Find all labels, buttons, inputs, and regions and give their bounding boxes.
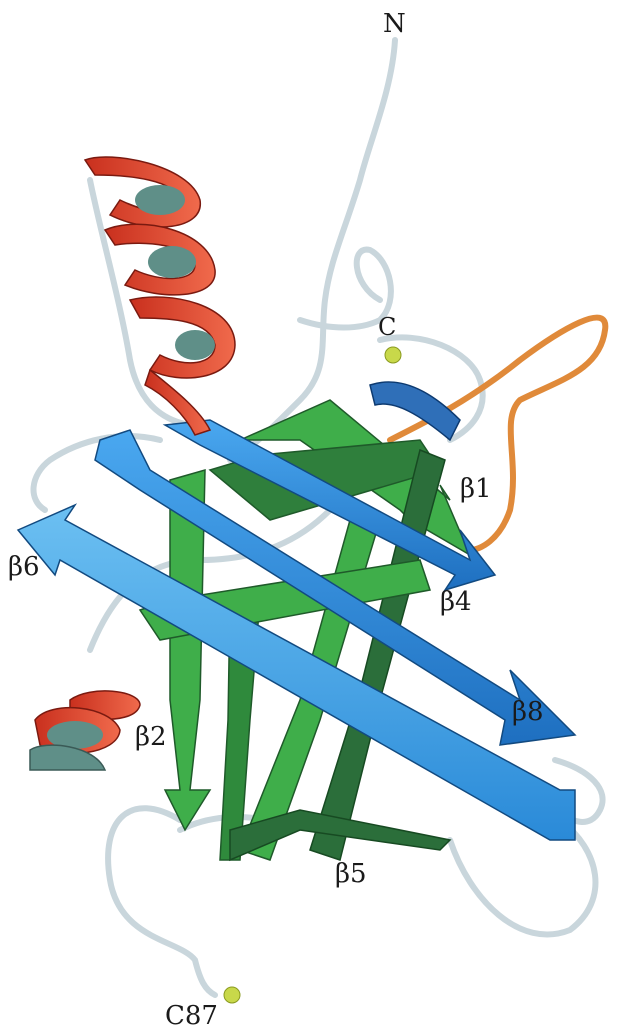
helix-top-core-3 [175, 330, 215, 360]
bottom-left-loop [108, 808, 215, 995]
label-beta6: β6 [8, 552, 40, 582]
label-beta5: β5 [335, 859, 367, 889]
helix-top [85, 157, 235, 435]
helix-top-core-2 [148, 246, 196, 278]
c-terminal-helix-band [370, 382, 460, 440]
strand-b6 [18, 505, 575, 840]
label-c-terminus: C [378, 313, 396, 341]
helix-top-core-1 [135, 185, 185, 215]
label-n-terminus: N [383, 9, 406, 39]
label-beta1: β1 [460, 474, 492, 504]
label-beta2: β2 [135, 722, 167, 752]
label-beta4: β4 [440, 587, 472, 617]
sulfur-atom-c-term [385, 347, 401, 363]
label-beta8: β8 [512, 697, 544, 727]
label-cys87: C87 [165, 1001, 218, 1031]
helix-bottom-left [30, 691, 140, 770]
sulfur-atom-c87 [224, 987, 240, 1003]
